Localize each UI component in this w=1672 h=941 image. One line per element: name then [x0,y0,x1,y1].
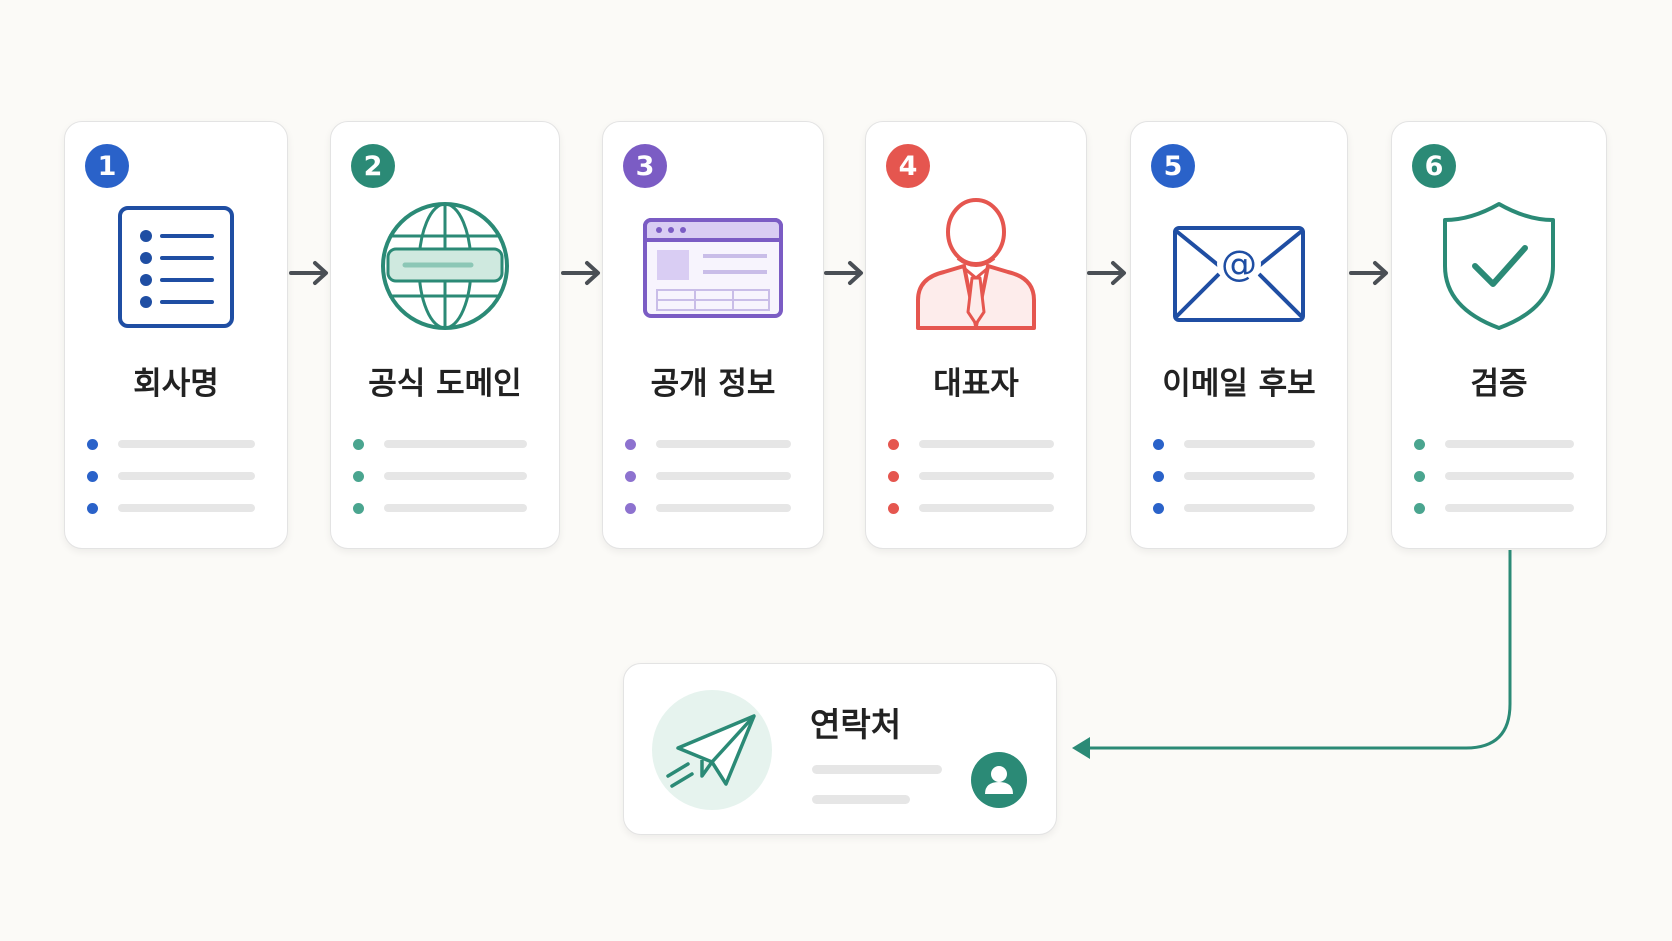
placeholder-line [87,460,255,492]
step-badge: 5 [1151,144,1195,188]
placeholder-line [353,428,527,460]
step-placeholder-lines [87,428,255,524]
step-card-official-domain: 2 공식 도메인 [330,121,560,549]
placeholder-line [1414,492,1574,524]
step-placeholder-lines [888,428,1054,524]
step-card-representative: 4 대표자 [865,121,1087,549]
placeholder-line [625,428,791,460]
placeholder-line [353,460,527,492]
step-placeholder-lines [625,428,791,524]
placeholder-line [1414,428,1574,460]
step-title: 이메일 후보 [1162,366,1316,402]
step-card-company-name: 1 회사명 [64,121,288,549]
result-title: 연락처 [810,705,902,744]
list-document-icon [118,206,234,328]
step-title: 회사명 [133,366,219,402]
icon-circle [652,690,772,810]
step-placeholder-lines [353,428,527,524]
step-title: 대표자 [933,366,1019,402]
placeholder-line [1153,492,1315,524]
arrow-right-icon [1349,261,1388,285]
step-badge: 4 [886,144,930,188]
placeholder-line [353,492,527,524]
user-avatar-icon [971,752,1027,808]
placeholder-line [87,428,255,460]
placeholder-line [87,492,255,524]
step-card-email-candidates: 5 @ 이메일 후보 [1130,121,1348,549]
step-title: 공식 도메인 [368,366,522,402]
step-badge: 2 [351,144,395,188]
svg-text:@: @ [1221,244,1257,285]
step-badge: 3 [623,144,667,188]
arrow-right-icon [561,261,600,285]
browser-window-icon [643,218,783,318]
globe-icon [381,202,509,330]
arrow-right-icon [1087,261,1126,285]
email-envelope-icon: @ [1173,226,1305,322]
arrow-right-icon [824,261,863,285]
step-card-public-info: 3 공개 정보 [602,121,824,549]
shield-check-icon [1443,202,1555,330]
placeholder-line [1153,428,1315,460]
placeholder-line [625,460,791,492]
paper-plane-icon [666,714,756,788]
step-badge: 1 [85,144,129,188]
placeholder-line [625,492,791,524]
step-placeholder-lines [1414,428,1574,524]
placeholder-line [812,795,910,804]
step-placeholder-lines [1153,428,1315,524]
placeholder-line [888,460,1054,492]
step-card-verification: 6 검증 [1391,121,1607,549]
placeholder-line [1153,460,1315,492]
step-title: 검증 [1470,366,1528,402]
placeholder-line [1414,460,1574,492]
step-badge: 6 [1412,144,1456,188]
placeholder-line [812,765,942,774]
result-card-contact: 연락처 [623,663,1057,835]
placeholder-line [888,428,1054,460]
placeholder-line [888,492,1054,524]
step-title: 공개 정보 [650,366,776,402]
person-tie-icon [916,198,1036,330]
arrow-right-icon [289,261,328,285]
